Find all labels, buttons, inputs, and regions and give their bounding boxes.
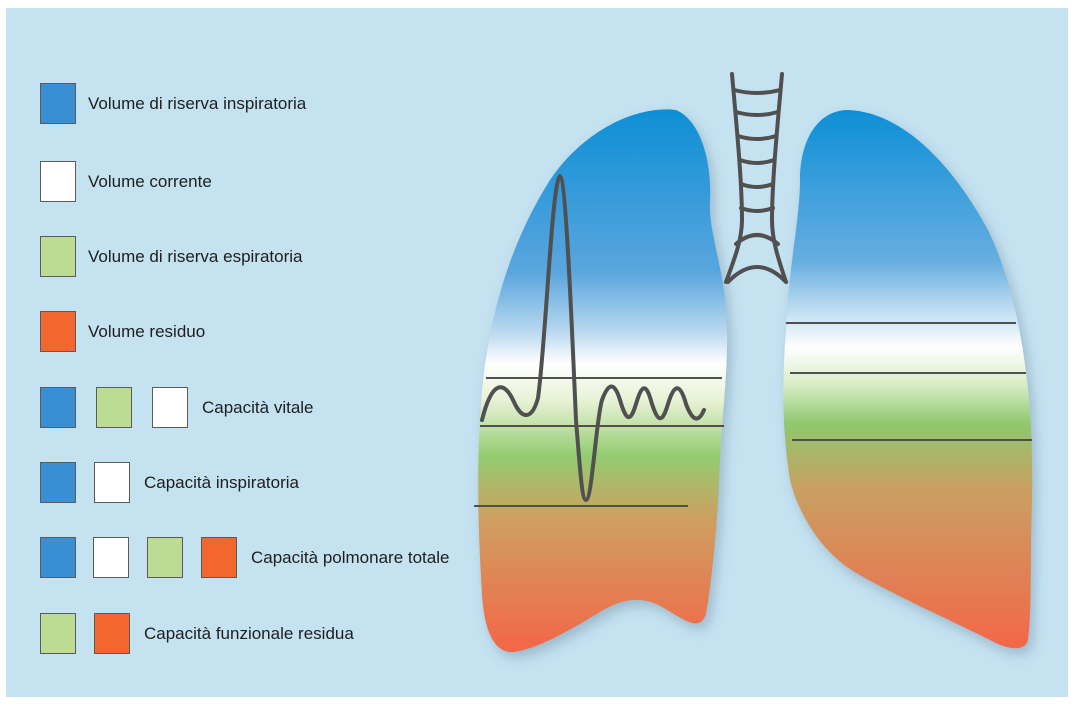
trachea bbox=[726, 74, 786, 282]
left-lung bbox=[478, 109, 727, 652]
right-lung bbox=[783, 110, 1032, 648]
